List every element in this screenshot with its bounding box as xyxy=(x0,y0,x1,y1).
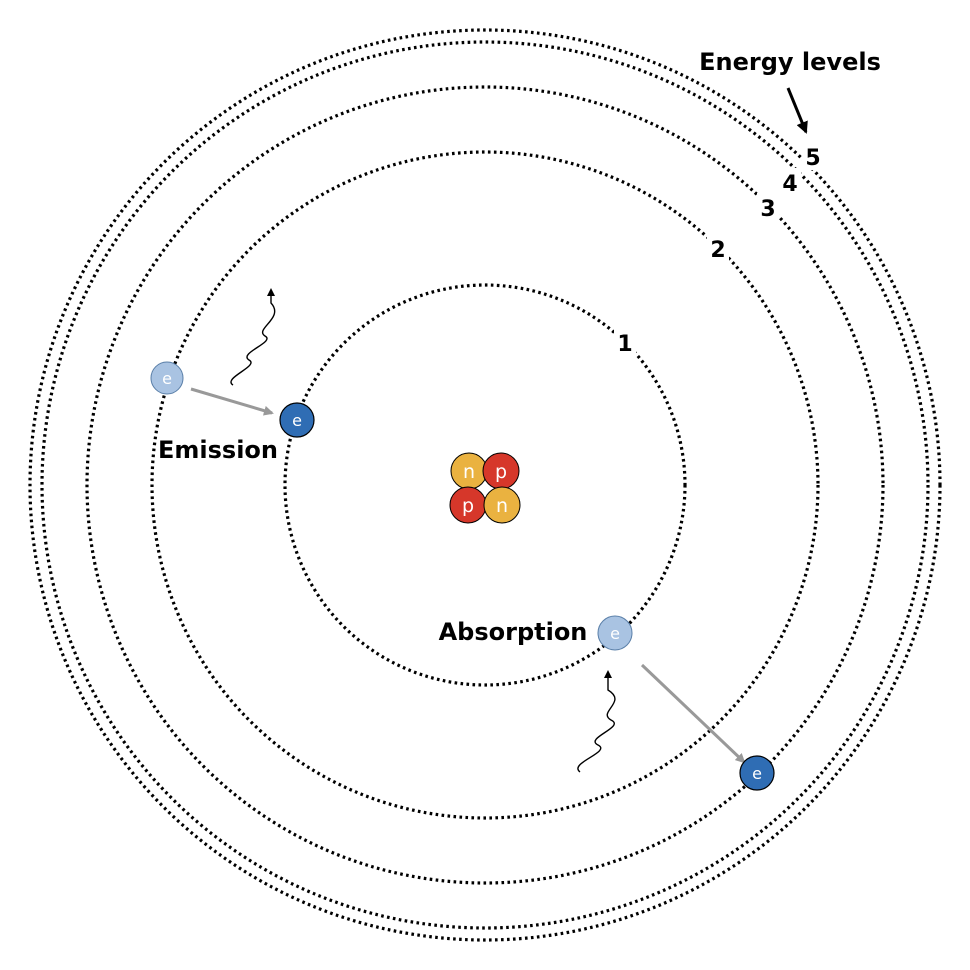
absorption-electron-start xyxy=(597,615,633,651)
orbit-level-2 xyxy=(150,150,820,820)
emission-label: Emission xyxy=(158,436,278,464)
energy-levels-label: Energy levels xyxy=(699,48,881,76)
orbit-level-1 xyxy=(283,283,687,687)
orbit-level-4 xyxy=(40,40,930,930)
nucleus: n p p n xyxy=(449,452,521,524)
svg-text:e: e xyxy=(162,369,172,388)
svg-text:p: p xyxy=(462,495,474,517)
emission-photon-wave xyxy=(230,288,276,386)
orbit-level-3 xyxy=(85,85,885,885)
orbit-level-5 xyxy=(28,28,942,942)
emission-electron-end xyxy=(279,402,315,438)
svg-text:n: n xyxy=(496,495,508,517)
svg-text:e: e xyxy=(752,764,762,783)
level-label-2: 2 xyxy=(710,238,725,263)
energy-levels-pointer-arrow xyxy=(786,87,808,134)
level-label-5: 5 xyxy=(805,146,820,171)
level-label-3: 3 xyxy=(760,197,775,222)
neutron-bottom-right xyxy=(483,486,521,524)
svg-text:n: n xyxy=(463,461,475,483)
absorption-transition-arrow xyxy=(640,663,746,764)
svg-text:e: e xyxy=(610,624,620,643)
emission-transition-arrow xyxy=(190,387,274,416)
emission-electron-start xyxy=(150,361,184,395)
svg-text:p: p xyxy=(495,461,507,483)
absorption-electron-end xyxy=(739,755,775,791)
absorption-label: Absorption xyxy=(439,618,588,646)
level-label-1: 1 xyxy=(617,332,632,357)
absorption-photon-wave xyxy=(577,670,616,773)
svg-text:e: e xyxy=(292,411,302,430)
level-label-4: 4 xyxy=(782,172,797,197)
